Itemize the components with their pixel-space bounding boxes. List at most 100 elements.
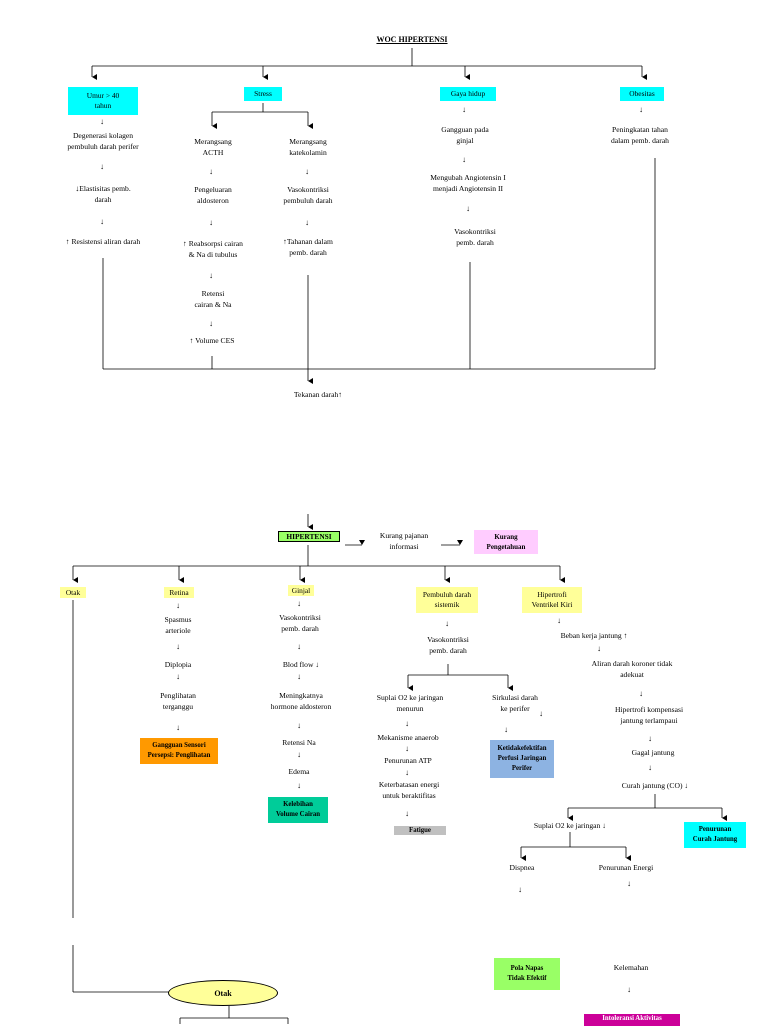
node-keterbatasan-energi: Keterbatasan energi untuk beraktifitas xyxy=(378,780,440,800)
arrow-down-icon: ↓ xyxy=(405,744,409,753)
node-curah-jantung: Curah jantung (CO) ↓ xyxy=(621,781,689,790)
dx-kurang-pengetahuan: Kurang Pengetahuan xyxy=(474,530,538,554)
arrow-down-icon: ↓ xyxy=(597,644,601,653)
arrow-down-icon: ↓ xyxy=(297,721,301,730)
node-hipertrofi-kompensasi: Hipertrofi kompensasi jantung terlampaui xyxy=(614,705,684,725)
node-resistensi: ↑ Resistensi aliran darah xyxy=(65,237,141,246)
dx-intoleransi-aktivitas: Intoleransi Aktivitas xyxy=(584,1014,680,1026)
arrow-down-icon: ↓ xyxy=(557,616,561,625)
decrease-arrow-icon: ↓ xyxy=(75,184,80,193)
arrow-down-icon: ↓ xyxy=(297,599,301,608)
node-mekanisme-anaerob: Mekanisme anaerob xyxy=(377,733,439,742)
arrow-down-icon: ↓ xyxy=(405,768,409,777)
arrow-down-icon: ↓ xyxy=(209,218,213,227)
node-volume-ces: ↑ Volume CES xyxy=(189,336,235,345)
node-degenerasi: Degenerasi kolagen pembuluh darah perife… xyxy=(67,131,139,151)
increase-arrow-icon: ↑ xyxy=(338,390,343,399)
arrow-down-icon: ↓ xyxy=(466,204,470,213)
arrow-down-icon: ↓ xyxy=(209,319,213,328)
arrow-down-icon: ↓ xyxy=(648,763,652,772)
node-retensi-na: Retensi Na xyxy=(282,738,316,747)
arrow-down-icon: ↓ xyxy=(297,642,301,651)
arrow-down-icon: ↓ xyxy=(462,105,466,114)
arrow-down-icon: ↓ xyxy=(100,217,104,226)
increase-arrow-icon: ↑ xyxy=(283,237,287,246)
arrow-down-icon: ↓ xyxy=(462,155,466,164)
node-vasokontriksi-gaya: Vasokontriksi pemb. darah xyxy=(454,227,496,247)
node-tekanan-darah: Tekanan darah↑ xyxy=(293,390,343,399)
diagram-title: WOC HIPERTENSI xyxy=(376,35,448,44)
node-aldosteron: Meningkatnya hormone aldosteron xyxy=(270,691,332,711)
node-vasokontriksi-pembuluh: Vasokontriksi pemb. darah xyxy=(427,635,469,655)
dx-kelebihan-volume: Kelebihan Volume Cairan xyxy=(268,797,328,823)
arrow-down-icon: ↓ xyxy=(176,642,180,651)
node-gangguan-ginjal: Gangguan pada ginjal xyxy=(441,125,489,145)
decrease-arrow-icon: ↓ xyxy=(602,821,607,830)
branch-pembuluh: Pembuluh darah sistemik xyxy=(416,587,478,613)
increase-arrow-icon: ↑ xyxy=(623,631,628,640)
node-pengeluaran: Pengeluaran aldosteron xyxy=(194,185,232,205)
node-vasokontriksi-stress: Vasokontriksi pembuluh darah xyxy=(283,185,333,205)
node-hipertensi: HIPERTENSI xyxy=(278,531,340,542)
node-penglihatan: Penglihatan terganggu xyxy=(160,691,196,711)
arrow-down-icon: ↓ xyxy=(648,734,652,743)
arrow-down-icon: ↓ xyxy=(297,750,301,759)
arrow-down-icon: ↓ xyxy=(176,723,180,732)
cause-gaya-hidup: Gaya hidup xyxy=(440,87,496,101)
increase-arrow-icon: ↑ xyxy=(189,336,194,345)
arrow-down-icon: ↓ xyxy=(176,601,180,610)
node-vasokontriksi-ginjal: Vasokontriksi pemb. darah xyxy=(279,613,321,633)
node-retensi-cairan: Retensi cairan & Na xyxy=(194,289,232,309)
node-otak-ellipse: Otak xyxy=(168,980,278,1006)
node-elastisitas: ↓Elastisitas pemb. darah xyxy=(75,184,131,204)
arrow-down-icon: ↓ xyxy=(305,167,309,176)
node-spasmus: Spasmus arteriole xyxy=(164,615,192,635)
node-suplai-o2: Suplai O2 ke jaringan ↓ xyxy=(533,821,607,830)
decrease-arrow-icon: ↓ xyxy=(684,781,689,790)
branch-ginjal: Ginjal xyxy=(288,585,314,596)
cause-obesitas: Obesitas xyxy=(620,87,664,101)
node-tahanan: ↑Tahanan dalam pemb. darah xyxy=(283,237,333,257)
node-merangsang-katekolamin: Merangsang katekolamin xyxy=(289,137,327,157)
cause-umur: Umur > 40 tahun xyxy=(68,87,138,115)
node-penurunan-energi: Penurunan Energi xyxy=(598,863,654,872)
node-penurunan-atp: Penurunan ATP xyxy=(384,756,432,765)
node-sirkulasi: Sirkulasi darah ke perifer xyxy=(492,693,538,713)
arrow-down-icon: ↓ xyxy=(100,117,104,126)
node-blodflow: Blod flow ↓ xyxy=(282,660,320,669)
node-reabsorpsi: ↑ Reabsorpsi cairan & Na di tubulus xyxy=(183,239,243,259)
node-diplopia: Diplopia xyxy=(164,660,192,669)
arrow-down-icon: ↓ xyxy=(209,271,213,280)
arrow-down-icon: ↓ xyxy=(639,689,643,698)
arrow-down-icon: ↓ xyxy=(297,672,301,681)
dx-fatigue: Fatigue xyxy=(394,826,446,835)
increase-arrow-icon: ↑ xyxy=(183,239,187,248)
node-aliran-koroner: Aliran darah koroner tidak adekuat xyxy=(591,659,673,679)
node-suplai-o2-menurun: Suplai O2 ke jaringan menurun xyxy=(376,693,444,713)
arrow-down-icon: ↓ xyxy=(209,167,213,176)
arrow-down-icon: ↓ xyxy=(627,985,631,994)
arrow-down-icon: ↓ xyxy=(627,879,631,888)
node-edema: Edema xyxy=(288,767,310,776)
increase-arrow-icon: ↑ xyxy=(65,237,70,246)
node-gagal-jantung: Gagal jantung xyxy=(631,748,675,757)
node-beban-kerja: Beban kerja jantung ↑ xyxy=(560,631,628,640)
arrow-down-icon: ↓ xyxy=(639,105,643,114)
arrow-down-icon: ↓ xyxy=(305,218,309,227)
arrow-down-icon: ↓ xyxy=(176,672,180,681)
decrease-arrow-icon: ↓ xyxy=(539,709,543,718)
dx-perfusi-jaringan: Ketidakefektifan Perfusi Jaringan Perife… xyxy=(490,740,554,778)
node-kelemahan: Kelemahan xyxy=(613,963,649,972)
arrow-down-icon: ↓ xyxy=(297,781,301,790)
arrow-down-icon: ↓ xyxy=(445,619,449,628)
dx-gangguan-sensori: Gangguan Sensori Persepsi: Penglihatan xyxy=(140,738,218,764)
decrease-arrow-icon: ↓ xyxy=(315,660,320,669)
node-peningkatan-tahanan: Peningkatan tahan dalam pemb. darah xyxy=(611,125,669,145)
node-angiotensin: Mengubah Angiotensin I menjadi Angiotens… xyxy=(430,173,506,193)
node-kurang-pajanan: Kurang pajanan informasi xyxy=(379,531,429,551)
dx-penurunan-curah-jantung: Penurunan Curah Jantung xyxy=(684,822,746,848)
branch-retina: Retina xyxy=(164,587,194,598)
cause-stress: Stress xyxy=(244,87,282,101)
branch-hipertrofi: Hipertrofi Ventrikel Kiri xyxy=(522,587,582,613)
